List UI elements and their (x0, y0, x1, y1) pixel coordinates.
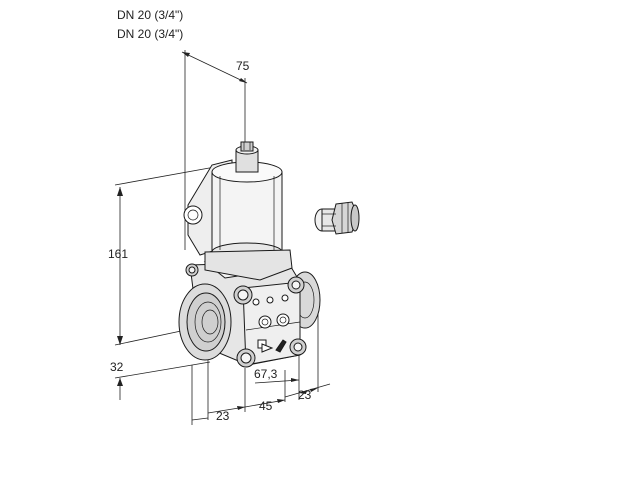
dim-bottom-offset: 32 (110, 360, 124, 374)
dim-side-right: 23 (298, 388, 312, 402)
size-label-2: DN 20 (3/4") (117, 27, 183, 41)
dim-height: 161 (108, 247, 128, 261)
dim-base-left: 23 (216, 409, 230, 423)
dim-top-width: 75 (236, 59, 250, 73)
dim-port-offset: 67,3 (254, 367, 278, 381)
cable-gland (314, 201, 360, 235)
size-label-1: DN 20 (3/4") (117, 8, 183, 22)
valve-body (178, 141, 321, 368)
dim-base-middle: 45 (259, 399, 273, 413)
